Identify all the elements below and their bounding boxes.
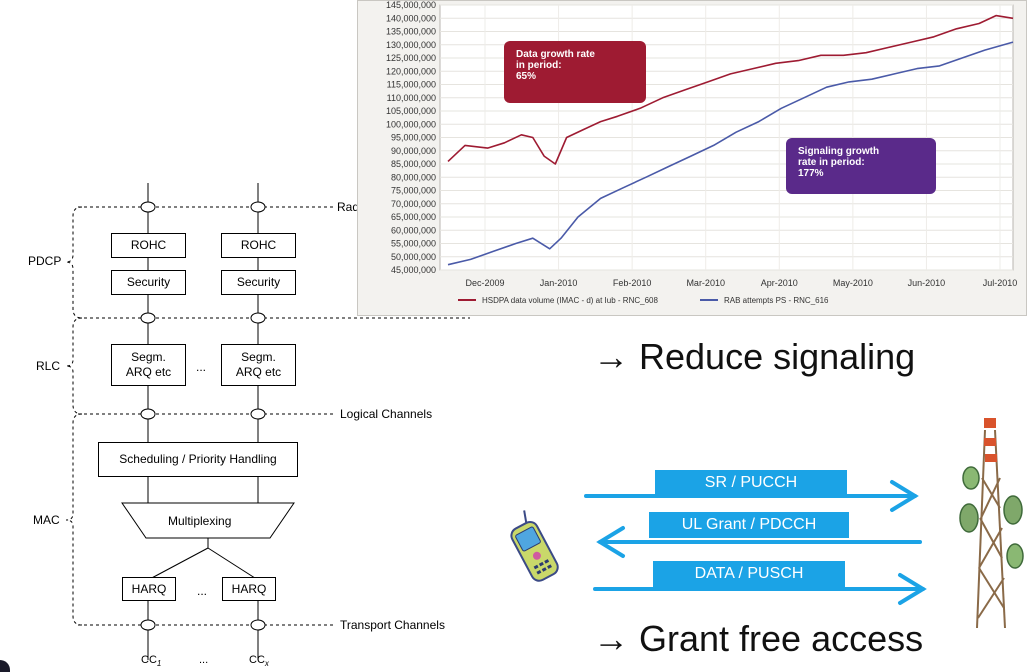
x-tick-label: Feb-2010	[613, 278, 652, 288]
sr-pucch-arrow: SR / PUCCH	[655, 470, 847, 496]
y-tick-label: 85,000,000	[391, 159, 436, 169]
y-tick-label: 130,000,000	[386, 40, 436, 50]
y-tick-label: 125,000,000	[386, 53, 436, 63]
series-line-1	[447, 14, 1014, 165]
data-growth-callout: Data growth rate in period: 65%	[504, 41, 646, 103]
x-tick-label: Mar-2010	[686, 278, 725, 288]
y-tick-label: 100,000,000	[386, 119, 436, 129]
y-tick-label: 50,000,000	[391, 252, 436, 262]
base-station-tower-icon	[959, 418, 1024, 629]
pdcp-label: PDCP	[28, 254, 62, 268]
data-pusch-arrow: DATA / PUSCH	[653, 561, 845, 587]
y-tick-label: 65,000,000	[391, 212, 436, 222]
data-growth-line2: in period:	[516, 60, 562, 71]
corner-decoration	[0, 660, 10, 672]
x-tick-label: Jan-2010	[540, 278, 578, 288]
logical-channels-label: Logical Channels	[340, 407, 433, 421]
legend-label-2: RAB attempts PS - RNC_616	[724, 296, 829, 305]
x-tick-label: Dec-2009	[465, 278, 504, 288]
reduce-signaling-caption: → Reduce signaling	[593, 336, 916, 377]
y-tick-label: 80,000,000	[391, 172, 436, 182]
growth-chart-panel: 45,000,000 50,000,000 55,000,000 60,000,000…	[357, 0, 1027, 316]
ellipsis-harq: ...	[197, 584, 208, 598]
segm-line2: ARQ etc	[235, 365, 282, 379]
transport-channels-label: Transport Channels	[340, 618, 445, 632]
legend-label-1: HSDPA data volume (IMAC - d) at Iub - RN…	[482, 296, 658, 305]
ellipsis-rlc: ...	[196, 360, 207, 374]
data-growth-line1: Data growth rate	[516, 49, 595, 60]
security-box-1: Security	[111, 270, 186, 295]
rlc-label: RLC	[36, 359, 61, 373]
data-growth-line3: 65%	[516, 71, 537, 82]
grant-free-access-caption: → Grant free access	[593, 618, 924, 659]
x-tick-label: Jun-2010	[908, 278, 946, 288]
y-tick-label: 55,000,000	[391, 239, 436, 249]
harq-box-2: HARQ	[222, 577, 276, 601]
segm-arq-box-1: Segm. ARQ etc	[111, 344, 186, 386]
y-tick-label: 90,000,000	[391, 146, 436, 156]
ccx-label: CCx	[249, 654, 269, 669]
segm-line1: Segm.	[131, 350, 166, 364]
signaling-growth-line3: 177%	[798, 168, 824, 179]
y-tick-label: 105,000,000	[386, 106, 436, 116]
y-tick-label: 145,000,000	[386, 1, 436, 10]
signaling-growth-line2: rate in period:	[798, 157, 865, 168]
mac-label: MAC	[33, 513, 60, 527]
x-tick-label: Jul-2010	[983, 278, 1018, 288]
series-line-2	[447, 41, 1014, 266]
rohc-box-1: ROHC	[111, 233, 186, 258]
y-tick-label: 110,000,000	[387, 93, 436, 103]
ellipsis-cc: ...	[199, 654, 209, 666]
cc1-label: CC1	[141, 654, 162, 669]
x-tick-label: May-2010	[833, 278, 873, 288]
scheduling-box: Scheduling / Priority Handling	[98, 442, 298, 477]
segm-line2: ARQ etc	[125, 365, 172, 379]
mobile-phone-icon	[510, 510, 559, 582]
x-tick-label: Apr-2010	[761, 278, 798, 288]
harq-box-1: HARQ	[122, 577, 176, 601]
protocol-stack-lines	[65, 183, 470, 660]
y-tick-label: 75,000,000	[391, 186, 436, 196]
signaling-arrows	[584, 480, 927, 605]
signaling-growth-callout: Signaling growth rate in period: 177%	[786, 138, 936, 194]
y-tick-label: 135,000,000	[386, 27, 436, 37]
y-tick-label: 140,000,000	[386, 13, 436, 23]
rohc-box-2: ROHC	[221, 233, 296, 258]
y-tick-label: 120,000,000	[386, 66, 436, 76]
ul-grant-pdcch-arrow: UL Grant / PDCCH	[649, 512, 849, 538]
signaling-growth-line1: Signaling growth	[798, 146, 880, 157]
y-tick-label: 60,000,000	[391, 225, 436, 235]
segm-arq-box-2: Segm. ARQ etc	[221, 344, 296, 386]
security-box-2: Security	[221, 270, 296, 295]
y-tick-label: 70,000,000	[391, 199, 436, 209]
multiplexing-label: Multiplexing	[168, 514, 232, 528]
y-tick-label: 115,000,000	[387, 80, 436, 90]
y-tick-label: 45,000,000	[391, 265, 436, 275]
segm-line1: Segm.	[241, 350, 276, 364]
y-tick-label: 95,000,000	[391, 133, 436, 143]
